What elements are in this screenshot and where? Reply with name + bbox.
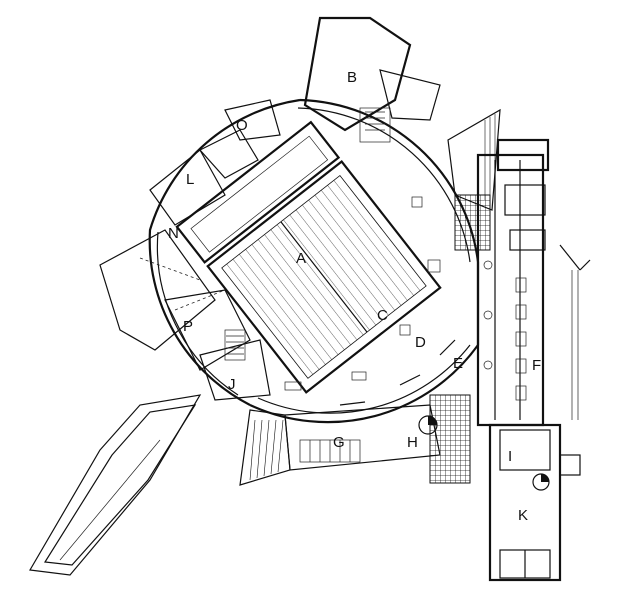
room-label-n: N [168, 225, 179, 242]
drum-openings [284, 196, 456, 406]
room-label-p: P [183, 318, 193, 335]
left-wing [99, 99, 281, 401]
wing-b [303, 16, 441, 143]
room-label-i: I [508, 448, 512, 465]
room-label-c: C [377, 307, 388, 324]
wing-g [239, 404, 441, 486]
seating-block [206, 160, 442, 394]
room-label-h: H [407, 434, 418, 451]
room-label-e: E [453, 355, 463, 372]
stage [175, 120, 341, 264]
room-label-b: B [347, 69, 357, 86]
room-label-d: D [415, 334, 426, 351]
room-label-k: K [518, 507, 528, 524]
room-label-j: J [228, 376, 236, 393]
room-label-g: G [333, 434, 345, 451]
room-label-o: O [236, 117, 248, 134]
entrance-ramp [29, 394, 202, 576]
wing-k [488, 423, 581, 582]
grid-paving [429, 194, 491, 484]
room-label-a: A [296, 250, 306, 267]
top-ramp [447, 108, 501, 211]
room-label-l: L [186, 171, 194, 188]
room-label-f: F [532, 357, 541, 374]
